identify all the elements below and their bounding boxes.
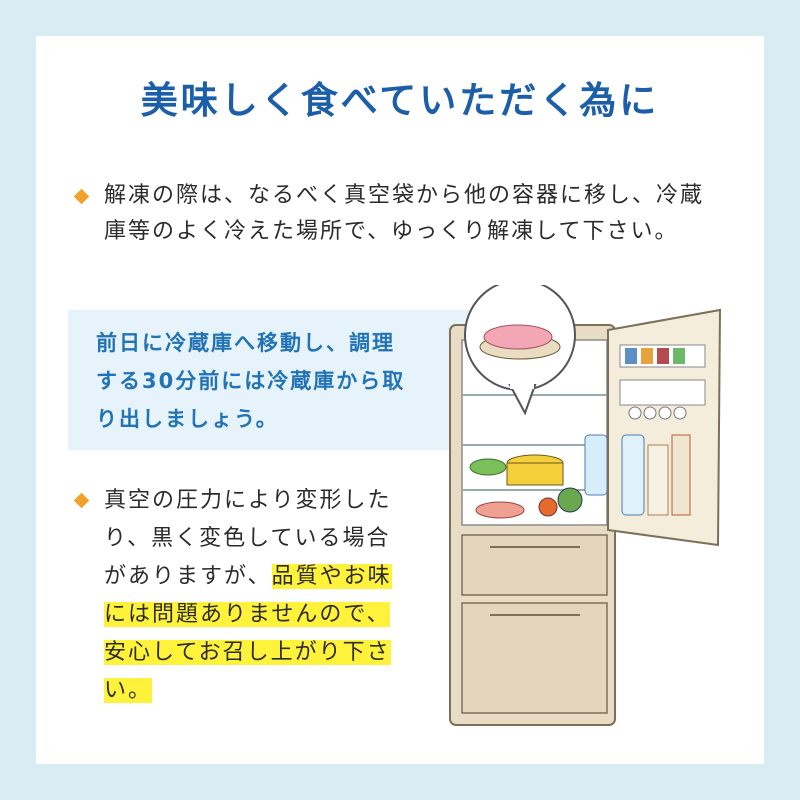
tip-text: 前日に冷蔵庫へ移動し、調理する30分前には冷蔵庫から取り出しましょう。 [96,331,406,431]
quality-note-plain: 真空の圧力により変形したり、黒く変色している場合がありますが、 [104,488,392,589]
quality-note-text: 真空の圧力により変形したり、黒く変色している場合がありますが、品質やお味には問題… [104,482,414,710]
thaw-instruction-text: 解凍の際は、なるべく真空袋から他の容器に移し、冷蔵庫等のよく冷えた場所で、ゆっく… [104,183,705,244]
tip-box [68,310,488,450]
page-title: 美味しく食べていただく為に [140,79,660,122]
fridge-illustration [449,285,722,726]
meat-plate-bubble [464,285,576,416]
